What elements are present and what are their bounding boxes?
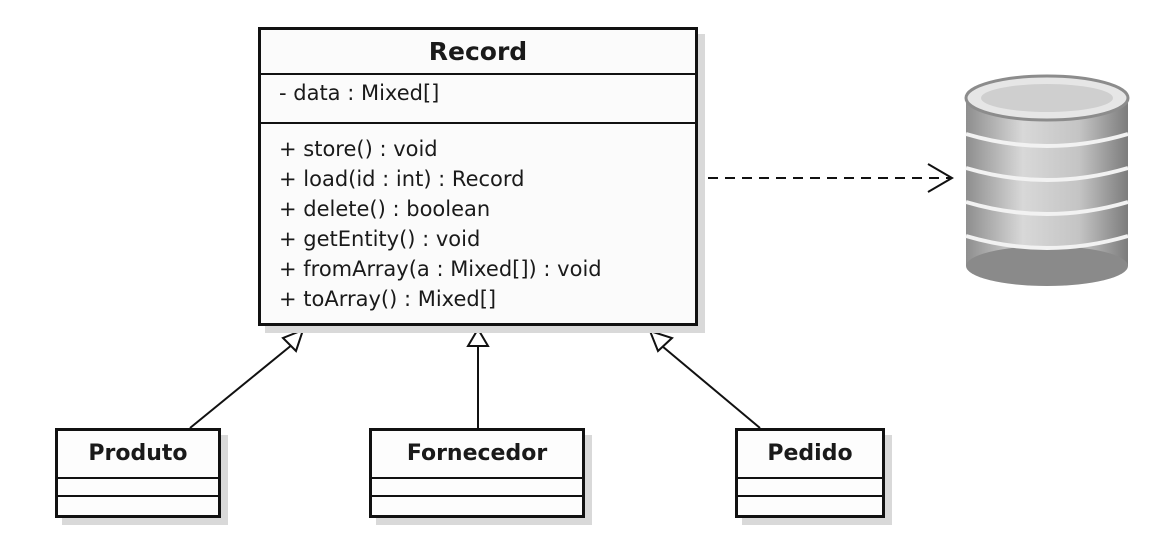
produto-attributes bbox=[58, 479, 218, 497]
generalization-line-produto bbox=[189, 343, 294, 429]
pedido-class-name: Pedido bbox=[738, 431, 882, 479]
method-to-array: + toArray() : Mixed[] bbox=[279, 287, 497, 311]
method-delete: + delete() : boolean bbox=[279, 197, 491, 221]
attribute-data: - data : Mixed[] bbox=[279, 81, 440, 105]
record-methods: + store() : void + load(id : int) : Reco… bbox=[261, 124, 695, 314]
generalization-arrow-pedido bbox=[648, 329, 674, 353]
record-attributes: - data : Mixed[] bbox=[261, 75, 695, 124]
method-from-array: + fromArray(a : Mixed[]) : void bbox=[279, 257, 602, 281]
method-load: + load(id : int) : Record bbox=[279, 167, 525, 191]
pedido-class[interactable]: Pedido bbox=[735, 428, 885, 518]
fornecedor-class[interactable]: Fornecedor bbox=[369, 428, 585, 518]
record-class-name: Record bbox=[261, 30, 695, 75]
dependency-arrowhead bbox=[927, 163, 954, 193]
pedido-attributes bbox=[738, 479, 882, 497]
method-get-entity: + getEntity() : void bbox=[279, 227, 481, 251]
produto-class[interactable]: Produto bbox=[55, 428, 221, 518]
generalization-arrow-produto bbox=[281, 328, 305, 353]
fornecedor-attributes bbox=[372, 479, 582, 497]
pedido-methods bbox=[738, 497, 882, 513]
fornecedor-methods bbox=[372, 497, 582, 513]
produto-methods bbox=[58, 497, 218, 513]
record-class[interactable]: Record - data : Mixed[] + store() : void… bbox=[258, 27, 698, 326]
method-store: + store() : void bbox=[279, 137, 438, 161]
generalization-arrow-fornecedor bbox=[466, 327, 490, 347]
generalization-line-pedido bbox=[661, 345, 761, 429]
database-icon bbox=[964, 74, 1130, 286]
fornecedor-class-name: Fornecedor bbox=[372, 431, 582, 479]
produto-class-name: Produto bbox=[58, 431, 218, 479]
